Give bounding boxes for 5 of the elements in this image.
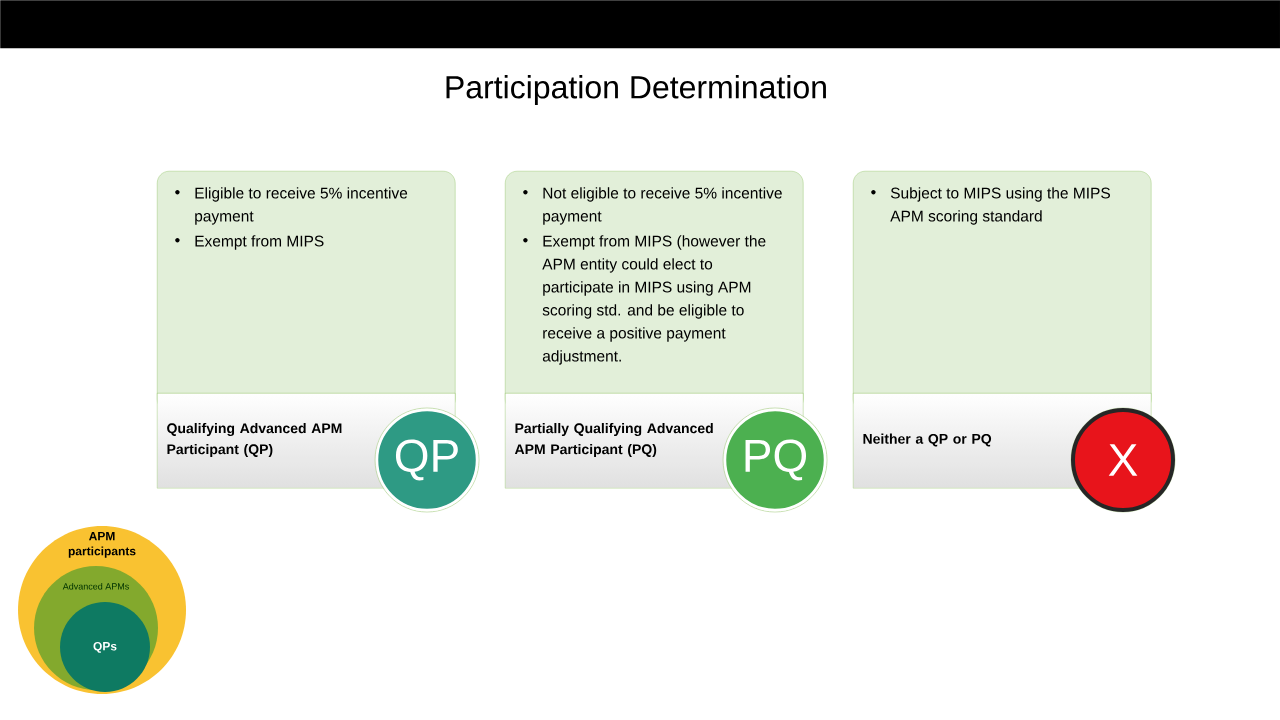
top-bar bbox=[0, 0, 1280, 49]
text-card: Not eligible to receive 5% incentive payment Exempt from MIPS (however the APM entity could elect to participate in MIPS using APM scoring std. and be eligible to receive a positive payment adjustment. bbox=[505, 171, 804, 412]
text-card: Eligible to receive 5% incentive payment Exempt from MIPS bbox=[157, 171, 456, 412]
title: Participation Determination bbox=[446, 75, 826, 105]
text-card: Subject to MIPS using the MIPS APM scoring standard bbox=[853, 171, 1152, 412]
